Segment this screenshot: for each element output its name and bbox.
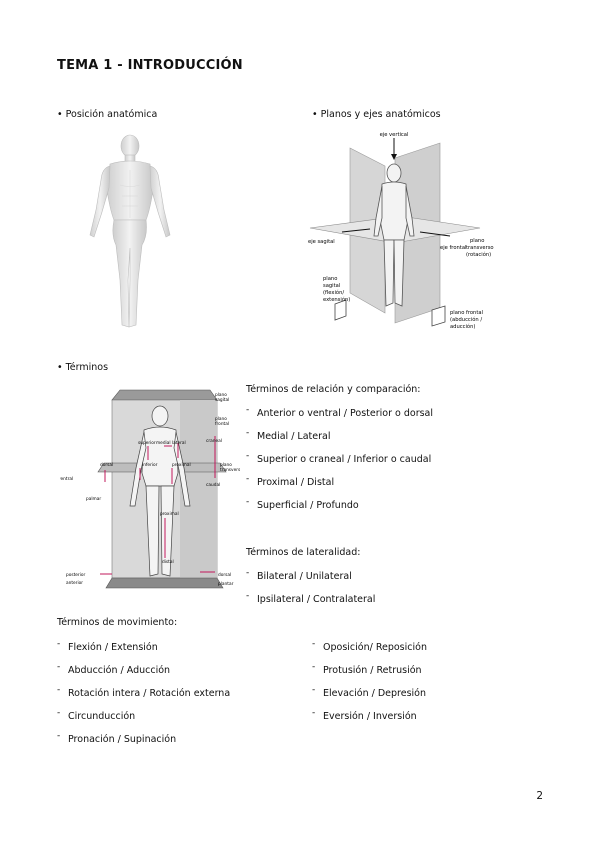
label-lateral: lateral — [172, 440, 186, 446]
list-item: -Protusión / Retrusión — [312, 662, 422, 676]
label-ventral: ventral — [60, 476, 73, 482]
movimiento-heading: Términos de movimiento: — [57, 617, 178, 628]
label-eje-frontal: eje frontal — [440, 245, 466, 251]
label-medial: medial — [156, 440, 171, 446]
list-item: -Flexión / Extensión — [57, 639, 158, 653]
list-item: -Rotación intera / Rotación externa — [57, 685, 231, 699]
movimiento-list-2: -Oposición/ Reposición -Protusión / Retr… — [312, 639, 427, 734]
page-title: TEMA 1 - INTRODUCCIÓN — [57, 58, 243, 73]
lateralidad-heading: Términos de lateralidad: — [246, 547, 361, 558]
label-craneal: craneal — [206, 438, 222, 444]
label-inferior: inferior — [142, 462, 158, 468]
anatomical-position-figure — [89, 134, 171, 328]
section-terminos: • Términos — [57, 362, 109, 373]
planos-ejes-figure: eje vertical eje sagital eje frontal pla… — [308, 132, 495, 330]
list-item: -Superior o craneal / Inferior o caudal — [246, 451, 432, 465]
label-dorsal: dorsal — [100, 462, 113, 468]
list-item: -Superficial / Profundo — [246, 497, 359, 511]
label-plantar: plantar — [218, 581, 234, 587]
section-posicion-anatomica: • Posición anatómica — [57, 109, 158, 120]
list-item: -Circunducción — [57, 708, 136, 722]
label-plano-transverso: plano transverso (rotación) — [466, 238, 495, 258]
list-item: -Oposición/ Reposición — [312, 639, 427, 653]
list-item: -Eversión / Inversión — [312, 708, 417, 722]
label-dorsal-2: dorsal — [218, 572, 231, 578]
label-plano-frontal: plano frontal (abducción / aducción) — [450, 310, 485, 330]
list-item: -Elevación / Depresión — [312, 685, 427, 699]
list-item: -Abducción / Aducción — [57, 662, 171, 676]
label-caudal: caudal — [206, 482, 220, 488]
list-item: -Proximal / Distal — [246, 474, 335, 488]
label-plano-sagital: plano sagital (flexión/ extensión) — [323, 276, 350, 303]
label-posterior: posterior — [66, 572, 86, 578]
list-item: -Pronación / Supinación — [57, 731, 177, 745]
list-item: -Ipsilateral / Contralateral — [246, 591, 376, 605]
list-item: -Bilateral / Unilateral — [246, 568, 352, 582]
label-eje-vertical: eje vertical — [380, 132, 409, 138]
label-proximal-2: proximal — [160, 511, 179, 517]
relacion-list: -Anterior o ventral / Posterior o dorsal… — [246, 405, 434, 523]
label-superior: superior — [138, 440, 156, 446]
label-proximal: proximal — [172, 462, 191, 468]
list-item: -Medial / Lateral — [246, 428, 331, 442]
lateralidad-list: -Bilateral / Unilateral -Ipsilateral / C… — [246, 568, 376, 617]
label-distal: distal — [162, 559, 174, 565]
movimiento-list-1: -Flexión / Extensión -Abducción / Aducci… — [57, 639, 231, 757]
page-number: 2 — [536, 790, 543, 802]
relacion-heading: Términos de relación y comparación: — [246, 384, 421, 395]
label-anterior: anterior — [66, 580, 83, 586]
section-planos-ejes: • Planos y ejes anatómicos — [312, 109, 441, 120]
label-eje-sagital: eje sagital — [308, 239, 335, 245]
list-item: -Anterior o ventral / Posterior o dorsal — [246, 405, 434, 419]
label-palmar: palmar — [86, 496, 101, 502]
